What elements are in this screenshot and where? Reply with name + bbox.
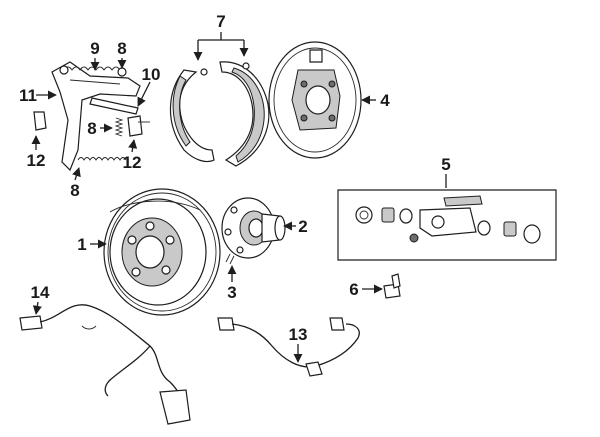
callout-7: 7	[216, 12, 225, 31]
backing-plate	[268, 41, 362, 159]
leader-lines	[31, 32, 447, 363]
callout-8-bottom: 8	[70, 181, 79, 200]
callout-14: 14	[31, 283, 50, 302]
abs-sensor-harness-14	[19, 304, 191, 425]
callout-4: 4	[380, 91, 390, 110]
wheel-hub	[221, 197, 286, 265]
callout-12-right: 12	[123, 153, 142, 172]
callout-10: 10	[142, 65, 161, 84]
callout-6: 6	[349, 280, 358, 299]
brake-shoes	[169, 61, 270, 167]
callout-11: 11	[19, 86, 37, 105]
brake-drum	[103, 188, 221, 316]
abs-sensor-13	[217, 317, 360, 377]
brake-hardware-group	[33, 61, 150, 172]
callout-labels: 7 9 8 10 11 8 12 12 8 4 5 1 2 3 6 14 13	[19, 12, 451, 344]
callout-13: 13	[289, 325, 308, 344]
callout-8-middle: 8	[87, 119, 96, 138]
callout-12-left: 12	[27, 151, 46, 170]
callout-2: 2	[298, 217, 307, 236]
callout-8-top: 8	[117, 39, 126, 58]
callout-3: 3	[227, 283, 236, 302]
callout-9: 9	[90, 39, 99, 58]
bleeder-screw	[383, 273, 401, 299]
callout-1: 1	[77, 235, 86, 254]
callout-5: 5	[441, 155, 450, 174]
wheel-cylinder-kit	[337, 189, 557, 261]
